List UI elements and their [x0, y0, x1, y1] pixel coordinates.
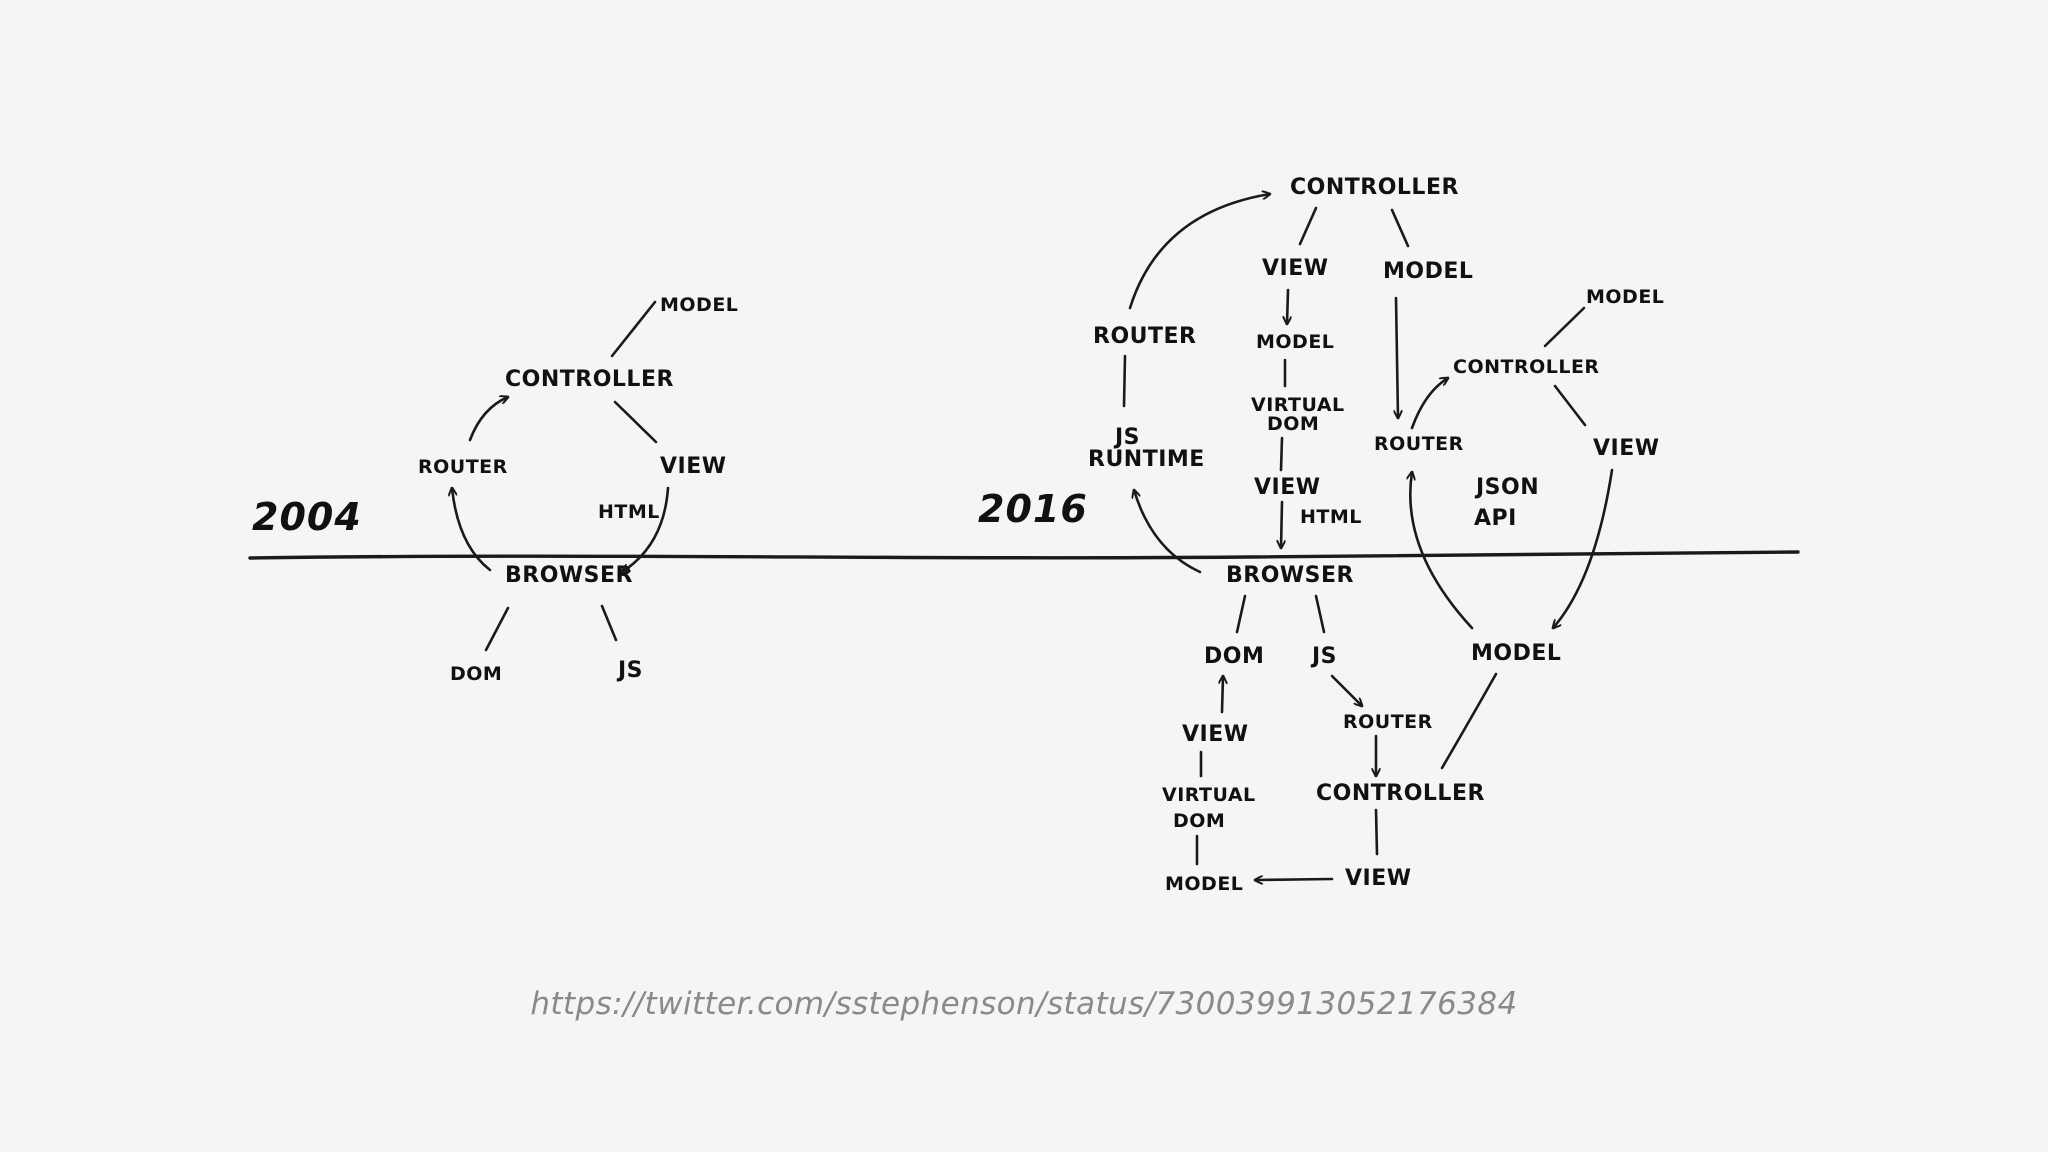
view-mid-label: VIEW: [1254, 475, 1321, 500]
edge-model-top-router-right: [1396, 296, 1398, 420]
view-dom-label: VIEW: [1182, 722, 1249, 747]
html-2016-label: HTML: [1300, 506, 1362, 528]
model-mid-label: MODEL: [1256, 331, 1334, 353]
model-2004-label: MODEL: [660, 294, 738, 316]
edge-view-model-mid: [1287, 288, 1288, 326]
edge-view-browser-2004: [622, 486, 670, 572]
js-runtime-line1-label: JS: [1113, 425, 1140, 450]
controller-2004-label: CONTROLLER: [505, 367, 674, 392]
edge-jsruntime-router: [1122, 354, 1127, 408]
js-runtime-line2-label: RUNTIME: [1088, 447, 1205, 472]
virtual-dom-line1-label: VIRTUAL: [1251, 394, 1345, 416]
router-left-label: ROUTER: [1093, 324, 1196, 349]
edge-view-browser: [1281, 500, 1282, 550]
js-2016-label: JS: [1310, 644, 1337, 669]
virtual-dom2-line1-label: VIRTUAL: [1162, 784, 1256, 806]
year-2016-label: 2016: [978, 487, 1088, 531]
controller-right-label: CONTROLLER: [1453, 356, 1600, 378]
edge-browser-js-2016: [1314, 594, 1326, 634]
model-bottom-label: MODEL: [1165, 873, 1243, 895]
diagram-2004: 2004 MODEL CONTROLLER ROUTER VIEW HTML B…: [252, 294, 738, 685]
edge-router-controller-2004: [468, 397, 508, 442]
js-2004-label: JS: [616, 658, 643, 683]
source-url-caption: https://twitter.com/sstephenson/status/7…: [530, 986, 1518, 1022]
model-right-top-label: MODEL: [1586, 286, 1664, 308]
edge-browser-jsruntime: [1134, 490, 1202, 574]
edge-virtualdom-view: [1279, 436, 1284, 472]
json-api-line2-label: API: [1474, 506, 1517, 531]
controller-js-label: CONTROLLER: [1316, 781, 1485, 806]
router-js-label: ROUTER: [1343, 711, 1433, 733]
json-api-line1-label: JSON: [1474, 475, 1539, 500]
edge-model-server-router-right: [1410, 472, 1474, 630]
edge-controller-view-2004: [613, 400, 658, 444]
virtual-dom-line2-label: DOM: [1267, 413, 1319, 435]
edge-controller-model-2004: [610, 300, 657, 358]
model-server-label: MODEL: [1471, 641, 1561, 666]
dom-2004-label: DOM: [450, 663, 502, 685]
edge-js-router: [1330, 674, 1362, 706]
edge-router-controller-top: [1128, 194, 1270, 310]
view-2004-label: VIEW: [660, 454, 727, 479]
router-right-label: ROUTER: [1374, 433, 1464, 455]
edge-model-server-controller-js: [1440, 672, 1498, 770]
view-top-label: VIEW: [1262, 256, 1329, 281]
dom-2016-label: DOM: [1204, 644, 1264, 669]
router-2004-label: ROUTER: [418, 456, 508, 478]
edge-controller-view-top: [1298, 206, 1318, 246]
timeline-line: [248, 550, 1800, 560]
view-right-label: VIEW: [1593, 436, 1660, 461]
browser-2004-label: BROWSER: [505, 563, 633, 588]
year-2004-label: 2004: [252, 495, 362, 539]
edge-browser-dom-2004: [484, 606, 510, 652]
edge-view-right-model-server: [1553, 468, 1614, 628]
virtual-dom2-line2-label: DOM: [1173, 810, 1225, 832]
edge-controller-model-top: [1390, 208, 1410, 248]
model-top-label: MODEL: [1383, 259, 1473, 284]
diagram-2016: 2016 CONTROLLER VIEW MODEL MODEL VIRTUAL…: [978, 175, 1664, 895]
html-2004-label: HTML: [598, 501, 660, 523]
edge-controller-right-model-right: [1543, 306, 1586, 348]
edge-browser-router-2004: [452, 488, 492, 572]
edge-view-dom: [1222, 674, 1223, 714]
browser-2016-label: BROWSER: [1226, 563, 1354, 588]
edge-view-model-bottom: [1253, 879, 1334, 880]
edge-controller-right-view-right: [1553, 384, 1587, 427]
edge-browser-js-2004: [600, 604, 618, 642]
edge-browser-dom-2016: [1235, 594, 1247, 634]
edge-controller-view-js: [1374, 808, 1379, 856]
edge-router-right-controller-right: [1410, 378, 1448, 430]
view-js-label: VIEW: [1345, 866, 1412, 891]
controller-top-label: CONTROLLER: [1290, 175, 1459, 200]
